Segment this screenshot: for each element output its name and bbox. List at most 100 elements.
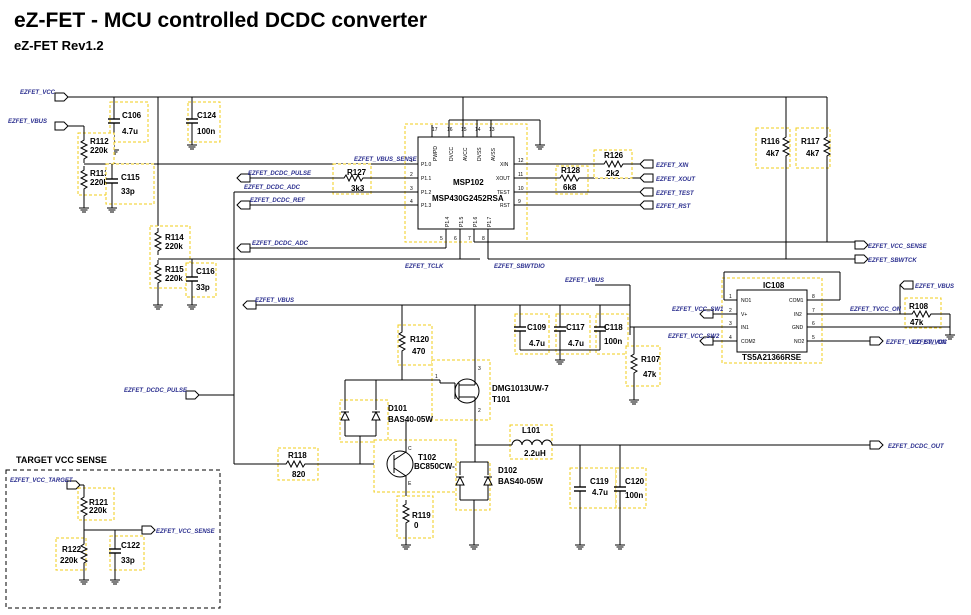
r116-value: 4k7 bbox=[766, 149, 780, 158]
c119-value: 4.7u bbox=[592, 488, 608, 497]
power-section: EZFET_VBUS EZFET_VBUS R120 470 C109 4.7u… bbox=[124, 278, 945, 550]
l101-ref: L101 bbox=[522, 426, 541, 435]
c115-value: 33p bbox=[121, 187, 135, 196]
r127-value: 3k3 bbox=[351, 184, 365, 193]
msp-pin-test: TEST bbox=[497, 190, 510, 196]
t102-part: BC850CW-115 bbox=[414, 462, 468, 471]
net-label-t1: EZFET_VCC_TARGET bbox=[10, 478, 74, 484]
net-label-a5: EZFET_DCDC_REF bbox=[250, 198, 305, 204]
ts-name: IC108 bbox=[763, 281, 785, 290]
r118-value: 820 bbox=[292, 470, 306, 479]
msp-pin-num-9: 9 bbox=[518, 199, 521, 205]
ts-pin-num-3: 3 bbox=[729, 321, 732, 327]
ts-pin-num-6: 6 bbox=[812, 321, 815, 327]
msp-pin-num-4: 4 bbox=[410, 199, 413, 205]
net-label-c9: EZFET_VCC_SW_ON bbox=[886, 340, 947, 346]
c118-ref: C118 bbox=[604, 323, 623, 332]
c118-value: 100n bbox=[604, 337, 622, 346]
msp-pin-num-8: 8 bbox=[482, 236, 485, 242]
net-label-c4: EZFET_VCC_SW1 bbox=[672, 307, 724, 313]
d101-ref: D101 bbox=[388, 404, 408, 413]
r119-value: 0 bbox=[414, 521, 419, 530]
r118-ref: R118 bbox=[288, 451, 307, 460]
msp-pin-p16: P1.6 bbox=[473, 216, 479, 227]
d102-ref: D102 bbox=[498, 466, 518, 475]
r121-value: 220k bbox=[89, 506, 107, 515]
ts-pin-num-8: 8 bbox=[812, 294, 815, 300]
msp-pin-num-13: 13 bbox=[489, 127, 495, 133]
r107-value: 47k bbox=[643, 370, 657, 379]
r117-value: 4k7 bbox=[806, 149, 820, 158]
r115-ref: R115 bbox=[165, 265, 184, 274]
r116-ref: R116 bbox=[761, 137, 780, 146]
c124-ref: C124 bbox=[197, 111, 217, 120]
l101-value: 2.2uH bbox=[524, 449, 546, 458]
r121-ref: R121 bbox=[89, 498, 109, 507]
t101-ref: T101 bbox=[492, 395, 511, 404]
ts-pin-com2: COM2 bbox=[741, 339, 756, 345]
msp-pin-num-17: 17 bbox=[432, 127, 438, 133]
ts-pin-v: V+ bbox=[741, 312, 747, 318]
r107-ref: R107 bbox=[641, 355, 661, 364]
msp-pin-p15: P1.5 bbox=[459, 216, 465, 227]
c120-value: 100n bbox=[625, 491, 643, 500]
c116-value: 33p bbox=[196, 283, 210, 292]
msp-pin-avss: AVSS bbox=[491, 147, 497, 161]
r122-ref: R122 bbox=[62, 545, 82, 554]
net-label-x2: EZFET_XOUT bbox=[656, 177, 696, 183]
net-label-b4: EZFET_SBWTCK bbox=[868, 258, 917, 264]
ts-pin-num-4: 4 bbox=[729, 335, 732, 341]
msp-pin-num-12: 12 bbox=[518, 158, 524, 164]
t101-pin-1: 1 bbox=[435, 374, 438, 380]
c106-ref: C106 bbox=[122, 111, 142, 120]
ts-part: TS5A21366RSE bbox=[742, 353, 802, 362]
net-label-c10: EZFET_DCDC_OUT bbox=[888, 444, 945, 450]
net-label-b3: EZFET_SBWTDIO bbox=[494, 264, 545, 270]
r113-value: 220k bbox=[90, 178, 108, 187]
net-label-c6: EZFET_VCC bbox=[912, 340, 948, 346]
r108-ref: R108 bbox=[909, 302, 929, 311]
net-label-b1: EZFET_DCDC_ADC bbox=[252, 241, 309, 247]
t102-pin-e: E bbox=[408, 481, 412, 487]
msp-pin-dvcc: DVCC bbox=[449, 146, 455, 161]
msp-pin-rst: RST bbox=[500, 203, 510, 209]
msp-right-nets: R128 6k8 R126 2k2 EZFET_XIN EZFET_XOUT E… bbox=[474, 97, 928, 270]
net-label-a3: EZFET_DCDC_PULSE bbox=[248, 171, 312, 177]
c117-value: 4.7u bbox=[568, 339, 584, 348]
t102-ref: T102 bbox=[418, 453, 437, 462]
net-label-c7: EZFET_TVCC_ON bbox=[850, 307, 902, 313]
msp-pin-num-15: 15 bbox=[461, 127, 467, 133]
msp-pin-num-16: 16 bbox=[447, 127, 453, 133]
r126-value: 2k2 bbox=[606, 169, 620, 178]
msp-pin-num-2: 2 bbox=[410, 172, 413, 178]
msp-pin-p17: P1.7 bbox=[487, 216, 493, 227]
r114-ref: R114 bbox=[165, 233, 184, 242]
r120-value: 470 bbox=[412, 347, 426, 356]
c106-value: 4.7u bbox=[122, 127, 138, 136]
ts-pin-no1: NO1 bbox=[741, 298, 752, 304]
msp-pin-p14: P1.4 bbox=[445, 216, 451, 227]
ts-pin-num-2: 2 bbox=[729, 308, 732, 314]
msp-pin-num-6: 6 bbox=[454, 236, 457, 242]
ts-pin-num-1: 1 bbox=[729, 294, 732, 300]
net-label-a2: EZFET_VCC_SENSE bbox=[868, 244, 928, 250]
net-label-x1: EZFET_XIN bbox=[656, 163, 689, 169]
msp-pin-pwpd: PWPD bbox=[433, 146, 439, 161]
d101-value: BAS40-05W bbox=[388, 415, 433, 424]
msp-pin-p12: P1.2 bbox=[421, 190, 432, 196]
msp430-ic: 17 16 15 14 13 PWPD DVCC AVCC DVSS AVSS … bbox=[395, 97, 546, 259]
msp-part: MSP430G2452RSA bbox=[432, 194, 504, 203]
r114-value: 220k bbox=[165, 242, 183, 251]
net-label-vcc: EZFET_VCC bbox=[20, 90, 56, 96]
r115-value: 220k bbox=[165, 274, 183, 283]
r122-value: 220k bbox=[60, 556, 78, 565]
c109-value: 4.7u bbox=[529, 339, 545, 348]
msp-name: MSP102 bbox=[453, 178, 484, 187]
msp-pin-xout: XOUT bbox=[496, 176, 510, 182]
ts-pin-no2: NO2 bbox=[794, 339, 805, 345]
ts-pin-gnd: GND bbox=[792, 325, 804, 331]
page-subtitle: eZ-FET Rev1.2 bbox=[14, 38, 104, 53]
ts-pin-num-5: 5 bbox=[812, 335, 815, 341]
r127-ref: R127 bbox=[347, 168, 367, 177]
